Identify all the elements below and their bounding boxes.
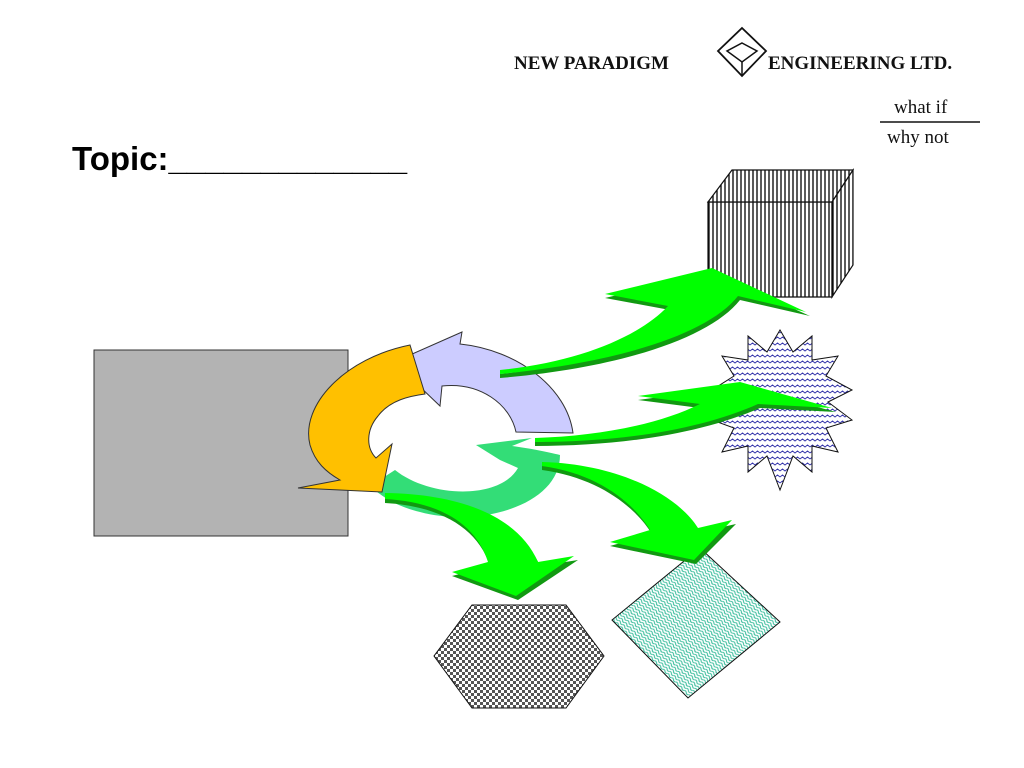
logo-cube-icon [716,26,768,78]
company-name-right: ENGINEERING LTD. [768,53,952,74]
target-hexagon [433,604,605,709]
topic-heading: Topic:_____________ [72,140,408,177]
tagline-top: what if [894,97,948,118]
cycle-arrow-orange [297,344,426,493]
company-logo: NEW PARADIGM ENGINEERING LTD. what if wh… [514,26,980,148]
output-arrow-to-diamond [542,462,736,564]
tagline-bottom: why not [887,127,949,148]
output-arrow-to-starburst [535,382,836,446]
target-starburst [711,329,854,492]
cycle-arrow-lavender [393,331,574,434]
output-arrow-to-cube [500,268,810,378]
target-diamond [611,547,781,699]
source-box [93,349,349,537]
output-arrow-to-hexagon [385,493,578,600]
company-name-left: NEW PARADIGM [514,53,669,74]
target-cube [706,167,855,300]
